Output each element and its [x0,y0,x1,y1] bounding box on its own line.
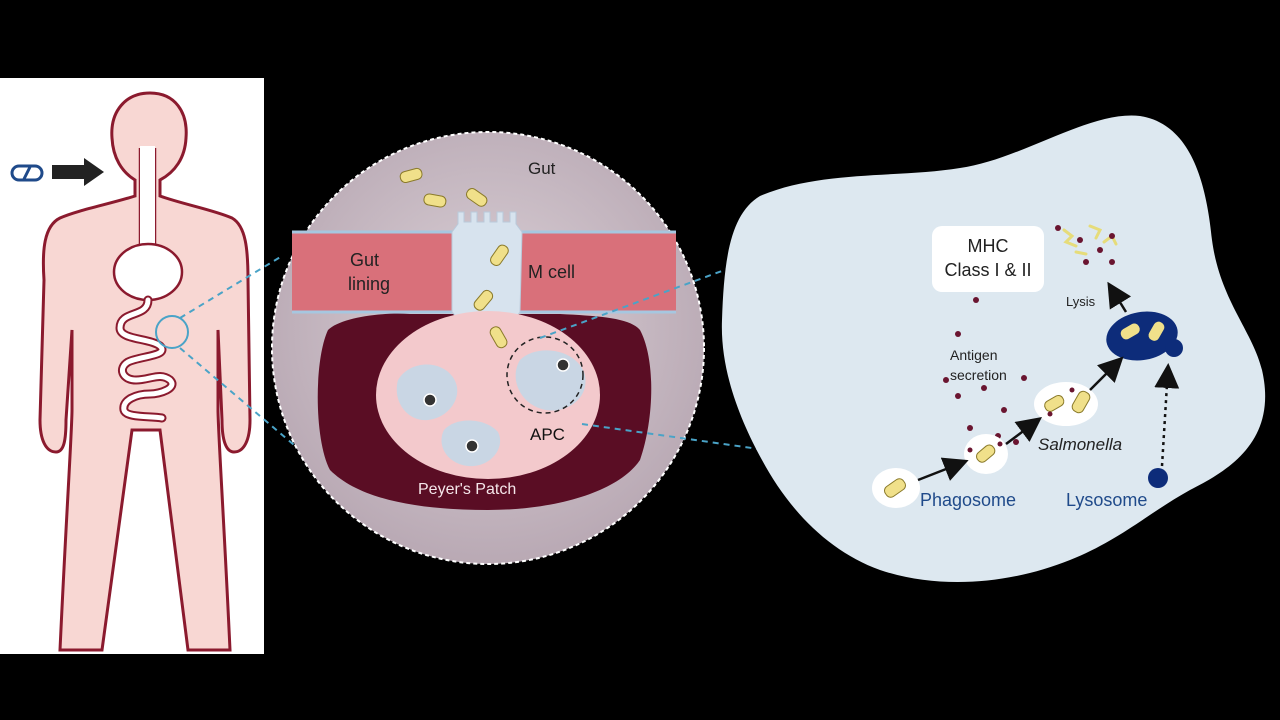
label-m-cell: M cell [528,262,575,282]
phagosome-stage-2 [964,434,1008,474]
phagosome-stage-1 [872,468,920,508]
human-body-silhouette [38,91,252,652]
label-peyers-patch: Peyer's Patch [418,481,516,498]
lysed-fragments [1062,224,1118,256]
label-gut-lining-1: Gut [350,250,379,270]
label-lysis: Lysis [1066,294,1096,309]
label-mhc-2: Class I & II [944,260,1031,280]
label-salmonella: Salmonella [1038,435,1122,454]
label-apc: APC [530,425,565,444]
label-gut-lining-2: lining [348,274,390,294]
antigen-dots [943,225,1115,445]
human-body-panel [0,78,264,654]
capsule-icon [10,164,44,182]
antigen-presenting-cell [721,115,1266,583]
lysosome-dot [1148,468,1168,488]
label-lysosome: Lysosome [1066,490,1147,510]
apc-marker [506,336,584,414]
inner-cell-1 [396,364,458,421]
salmonella-phagosome [1034,382,1098,426]
label-gut: Gut [528,159,556,178]
stomach [112,242,184,302]
label-antigen-2: secretion [950,367,1007,383]
mhc-box [932,226,1044,292]
pathway-arrows [917,281,1180,482]
gut-zoom-marker [155,315,189,349]
zoom-lines-left [179,255,315,463]
arrow-right-icon [52,158,104,186]
zoom-lines-right [539,267,781,453]
gut-zoom-panel: Gut Gut lining M cell APC Peyer's Patch [271,131,705,565]
phagolysosome [1106,311,1183,361]
bacteria-group [399,167,509,349]
label-antigen-1: Antigen [950,347,997,363]
cell-panel: MHC Class I & II [721,115,1266,583]
label-mhc-1: MHC [968,236,1009,256]
label-phagosome: Phagosome [920,490,1016,510]
